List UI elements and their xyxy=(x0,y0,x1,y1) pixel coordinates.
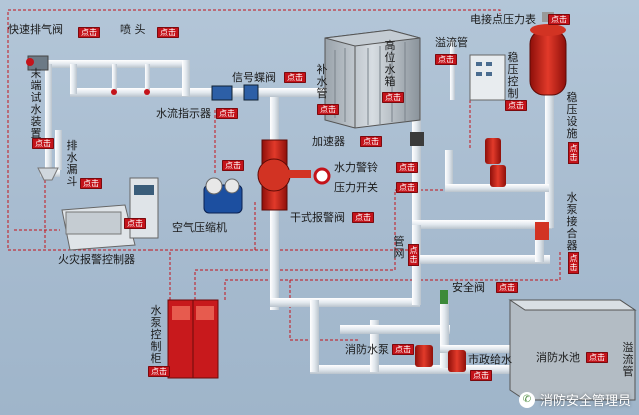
label-water-flow-indicator: 水流指示器 xyxy=(156,107,211,120)
label-water-bell: 水力警铃 xyxy=(334,161,378,174)
click-button-fire-pool[interactable]: 点击 xyxy=(586,352,608,363)
regulator-cabinet-box xyxy=(469,54,506,101)
label-pump-adapter: 水泵接合器 xyxy=(566,191,578,252)
click-button-pressure-gauge[interactable]: 点击 xyxy=(548,14,570,25)
click-button-roof-tank[interactable]: 点击 xyxy=(382,92,404,103)
label-pool-overflow: 溢流管 xyxy=(622,341,634,378)
dry-alarm-valve-body xyxy=(257,139,311,211)
click-button-fire-pump[interactable]: 点击 xyxy=(392,344,414,355)
click-button-pump-adapter[interactable]: 点击 xyxy=(568,252,579,274)
click-button-overflow-pipe[interactable]: 点击 xyxy=(435,54,457,65)
click-button-pipe-network[interactable]: 点击 xyxy=(408,244,419,266)
label-end-test-device: 末端试水装置 xyxy=(30,67,42,140)
label-signal-butterfly-valve: 信号蝶阀 xyxy=(232,71,276,84)
label-regulator-facility: 稳压设施 xyxy=(566,91,578,140)
accelerator-device xyxy=(410,132,424,146)
click-button-regulator-cabinet[interactable]: 点击 xyxy=(505,100,527,111)
click-button-dry-alarm-valve[interactable]: 点击 xyxy=(352,212,374,223)
safety-valve xyxy=(440,290,448,304)
label-pressure-switch: 压力开关 xyxy=(334,181,378,194)
fire-pool xyxy=(508,299,637,401)
click-button-accelerator[interactable]: 点击 xyxy=(360,136,382,147)
water-bell xyxy=(313,167,331,185)
click-button-pressure-switch[interactable]: 点击 xyxy=(396,182,418,193)
fire-pump-units xyxy=(415,138,549,372)
label-municipal-supply: 市政给水 xyxy=(468,353,512,366)
sprinkler-heads xyxy=(111,89,150,95)
label-roof-tank: 高位水箱 xyxy=(384,39,396,88)
click-button-makeup-pipe[interactable]: 点击 xyxy=(317,104,339,115)
wechat-icon: ✆ xyxy=(518,391,535,408)
water-flow-indicator xyxy=(211,85,233,101)
air-compressor xyxy=(203,177,243,214)
click-button-sprinkler[interactable]: 点击 xyxy=(157,27,179,38)
label-sprinkler: 喷 头 xyxy=(120,23,146,36)
fire-alarm-controller xyxy=(61,177,159,251)
label-drain-funnel: 排水漏斗 xyxy=(66,139,78,188)
label-pressure-gauge: 电接点压力表 xyxy=(470,13,536,26)
roof-tank xyxy=(324,29,421,129)
signal-butterfly-valve xyxy=(243,84,259,101)
click-button-air-compressor[interactable]: 点击 xyxy=(222,160,244,171)
click-button-drain-funnel[interactable]: 点击 xyxy=(80,178,102,189)
label-safety-valve: 安全阀 xyxy=(452,281,485,294)
label-fire-pool: 消防水池 xyxy=(536,351,580,364)
click-button-signal-butterfly-valve[interactable]: 点击 xyxy=(284,72,306,83)
pump-control-cabinet xyxy=(167,299,219,379)
control-wires xyxy=(7,9,561,341)
label-pump-control-cabinet: 水泵控制柜 xyxy=(150,304,162,365)
click-button-water-bell[interactable]: 点击 xyxy=(396,162,418,173)
click-button-fast-vent-valve[interactable]: 点击 xyxy=(78,27,100,38)
watermark: ✆ 消防安全管理员 xyxy=(518,390,631,409)
label-accelerator: 加速器 xyxy=(312,135,345,148)
label-fire-alarm-controller: 火灾报警控制器 xyxy=(58,253,135,266)
label-pipe-network: 管网 xyxy=(393,235,405,260)
watermark-text: 消防安全管理员 xyxy=(539,394,631,409)
label-overflow-pipe: 溢流管 xyxy=(435,36,468,49)
click-button-fire-alarm-controller[interactable]: 点击 xyxy=(124,218,146,229)
click-button-municipal-supply[interactable]: 点击 xyxy=(470,370,492,381)
click-button-water-flow-indicator[interactable]: 点击 xyxy=(216,108,238,119)
label-fire-pump: 消防水泵 xyxy=(345,343,389,356)
label-fast-vent-valve: 快速排气阀 xyxy=(8,23,63,36)
drain-funnel xyxy=(37,167,59,181)
label-air-compressor: 空气压缩机 xyxy=(172,221,227,234)
label-dry-alarm-valve: 干式报警阀 xyxy=(290,211,345,224)
click-button-pump-control-cabinet[interactable]: 点击 xyxy=(148,366,170,377)
label-makeup-pipe: 补水管 xyxy=(316,63,328,100)
click-button-safety-valve[interactable]: 点击 xyxy=(496,282,518,293)
click-button-regulator-facility[interactable]: 点击 xyxy=(568,142,579,164)
click-button-end-test-device[interactable]: 点击 xyxy=(32,138,54,149)
